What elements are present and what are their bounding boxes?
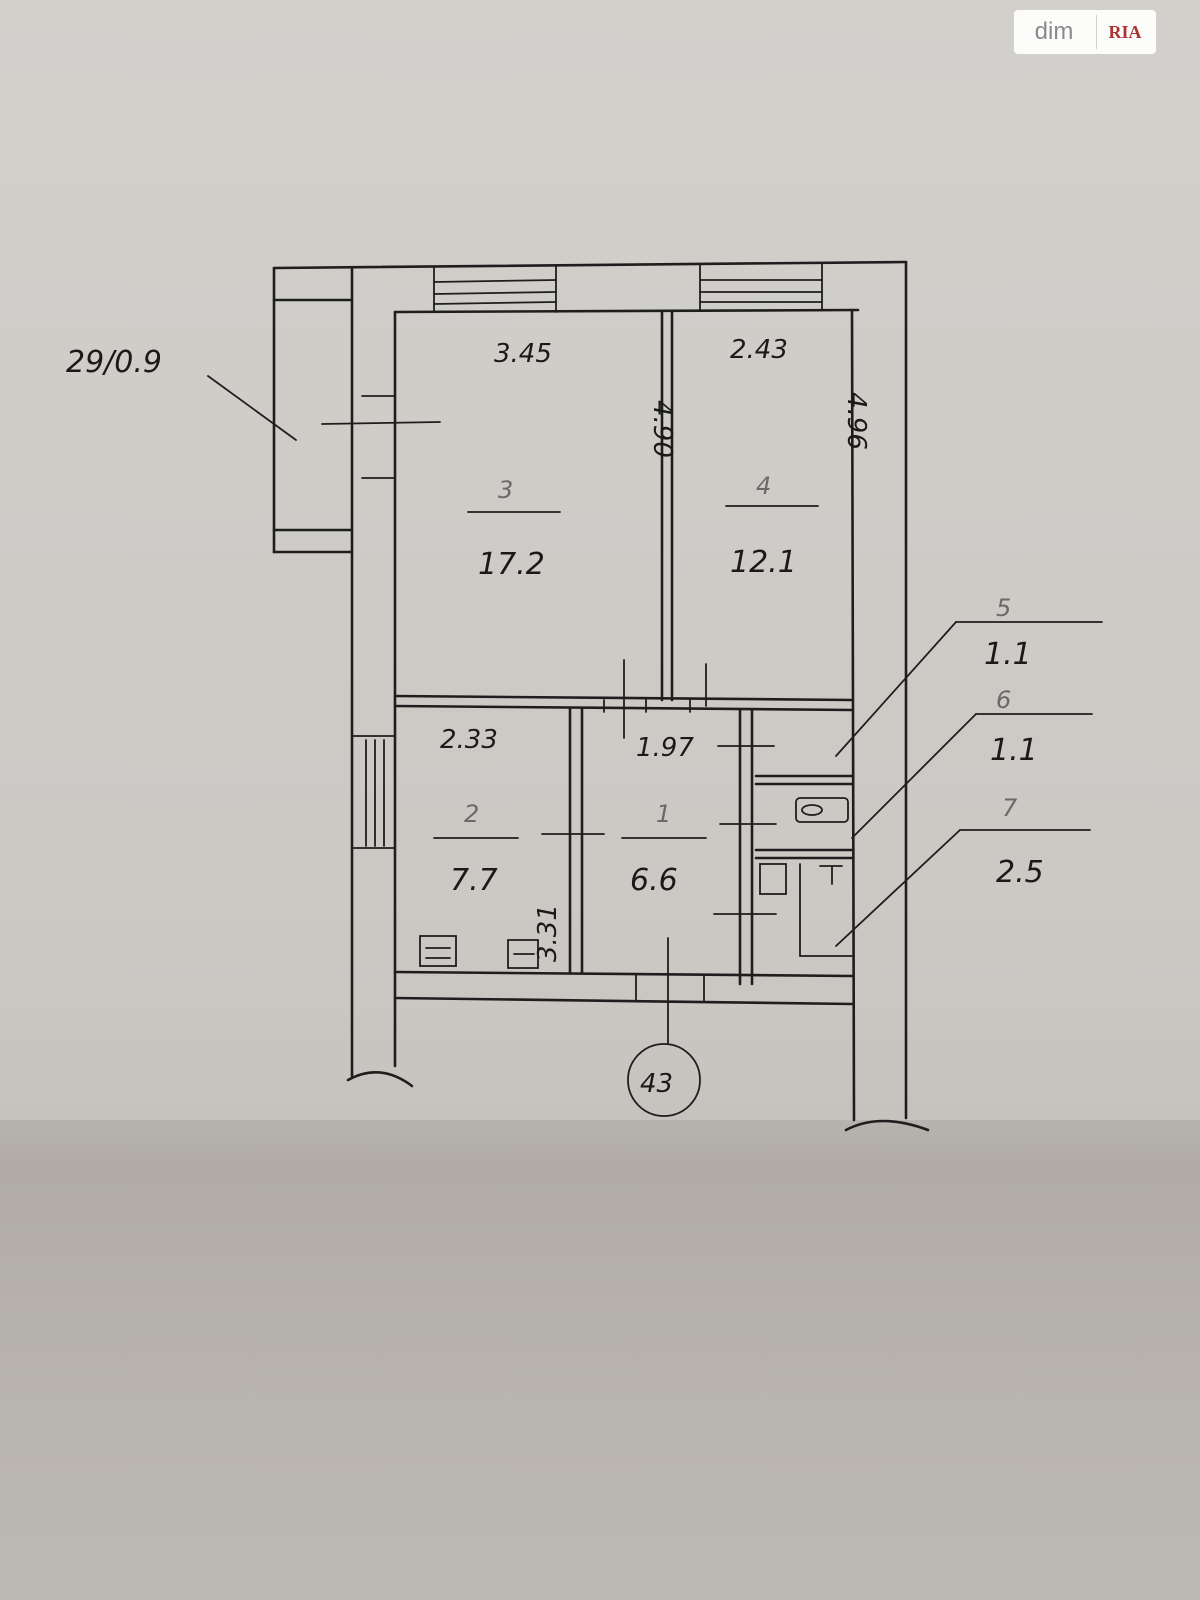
room-4-width: 2.43 [730, 335, 788, 365]
room-3-depth: 4.90 [647, 400, 677, 458]
balcony [272, 266, 441, 554]
kitchen-fixtures [419, 935, 539, 969]
leader-lines [207, 375, 1103, 947]
room-4-area: 12.1 [730, 545, 797, 580]
room-5-number: 5 [996, 594, 1011, 622]
room-7-area: 2.5 [996, 855, 1044, 890]
room-4-number: 4 [756, 472, 771, 500]
dimria-watermark: dim RIA [1014, 10, 1156, 54]
room-1-width: 1.97 [636, 733, 694, 763]
room-6-number: 6 [996, 686, 1011, 714]
watermark-dim-text: dim [1034, 18, 1074, 45]
room-5-area: 1.1 [984, 637, 1032, 672]
entrance-label: 43 [640, 1069, 673, 1099]
paper-shadow [0, 1120, 1200, 1600]
entrance-circle [627, 1043, 701, 1117]
watermark-ria-logo: RIA [1096, 15, 1153, 49]
room-1-number: 1 [656, 800, 671, 828]
room-3-width: 3.45 [494, 339, 552, 369]
area-bars [433, 505, 819, 839]
room-2-depth: 3.31 [533, 904, 563, 962]
room-1-area: 6.6 [630, 863, 678, 898]
outer-walls [272, 260, 930, 1132]
room-6-area: 1.1 [990, 733, 1038, 768]
bathroom-block [754, 774, 854, 957]
room-3-number: 3 [498, 476, 513, 504]
interior-walls [393, 310, 854, 1045]
room-4-depth: 4.96 [841, 392, 871, 450]
room-2-area: 7.7 [450, 863, 498, 898]
balcony-label: 29/0.9 [66, 345, 162, 380]
room-2-width: 2.33 [440, 725, 498, 755]
room-2-number: 2 [464, 800, 479, 828]
room-3-area: 17.2 [478, 547, 545, 582]
room-7-number: 7 [1002, 794, 1018, 822]
